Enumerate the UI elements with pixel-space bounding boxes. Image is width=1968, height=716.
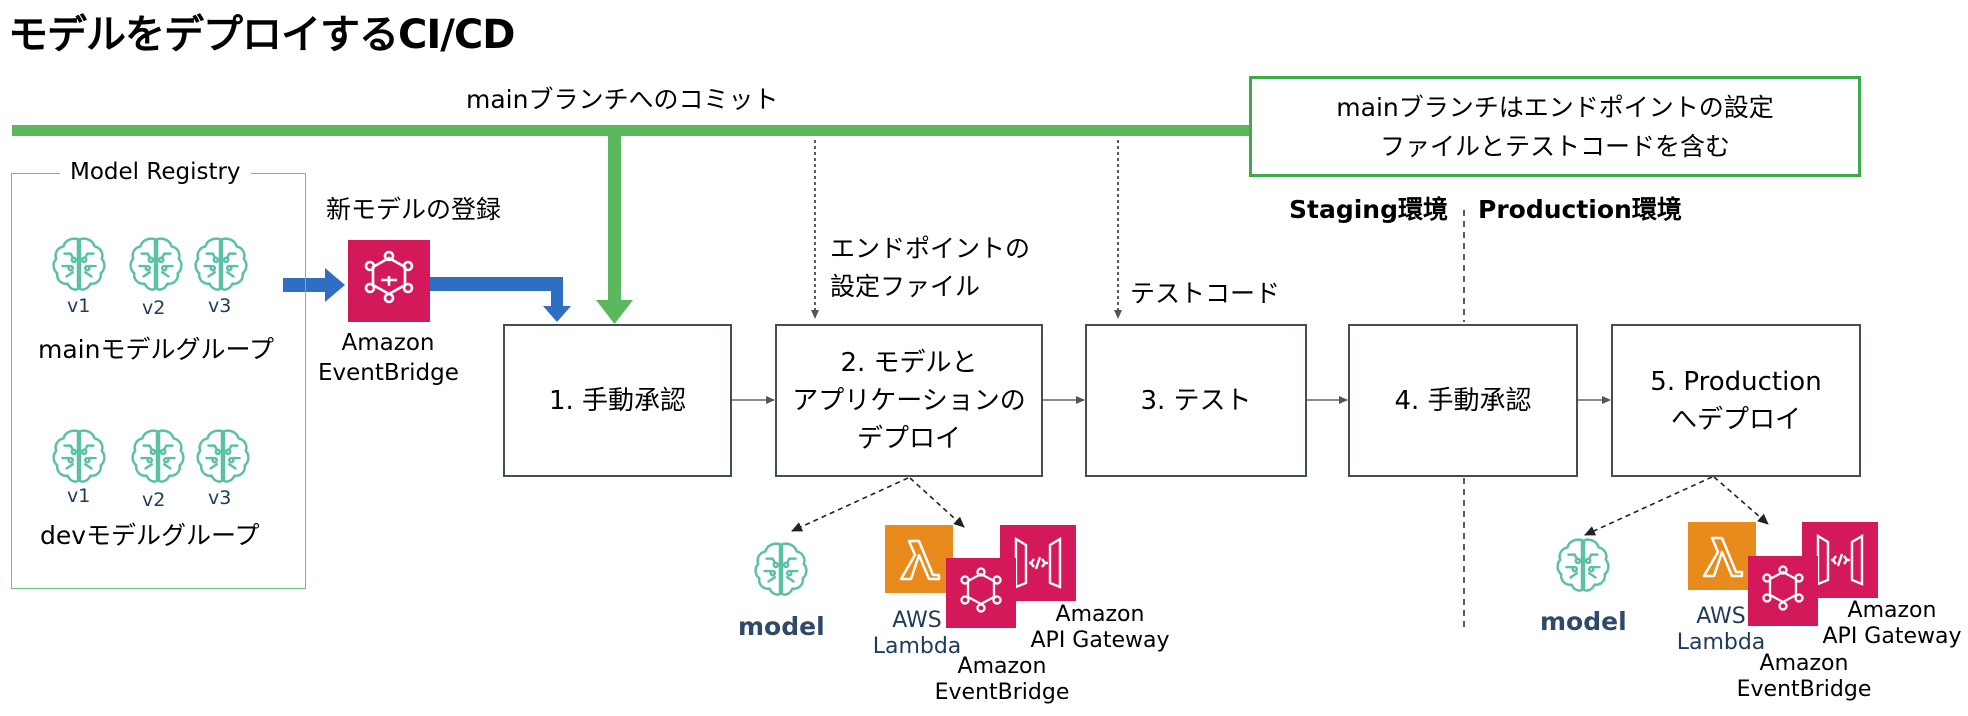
step-5-label-line2: へデプロイ	[1670, 404, 1801, 435]
dev-group-model-icon-v2	[131, 429, 185, 483]
eventbridge-to-step1-arrow	[430, 277, 571, 322]
staging-lambda-label: AWS Lambda	[872, 608, 962, 660]
commit-arrow-head	[596, 300, 633, 324]
prod-lambda-label: AWS Lambda	[1676, 604, 1766, 656]
step-2-deploy-model-app: 2. モデルと アプリケーションの デプロイ	[775, 324, 1043, 477]
main-branch-line	[12, 125, 1252, 136]
step-2-label-line1: 2. モデルと	[840, 347, 978, 378]
dev-group-model-icon-v3	[196, 429, 250, 483]
branch-note-line2: ファイルとテストコードを含む	[1379, 131, 1730, 161]
eventbridge-label: Amazon EventBridge	[318, 328, 459, 388]
dev-version-v3: v3	[208, 487, 232, 509]
staging-lambda-line2: Lambda	[872, 634, 962, 659]
endpoint-config-label-line2: 設定ファイル	[830, 272, 981, 301]
main-version-v3: v3	[208, 295, 232, 317]
test-code-label: テストコード	[1130, 279, 1281, 308]
production-env-label: Production環境	[1478, 195, 1682, 224]
main-version-v1: v1	[67, 295, 91, 317]
deploy-arrow-prod-services	[1713, 476, 1769, 525]
commit-arrow-shaft	[608, 130, 621, 306]
step-1-manual-approval: 1. 手動承認	[503, 324, 732, 477]
endpoint-config-label-line1: エンドポイントの	[830, 234, 1031, 263]
staging-lambda-line1: AWS	[892, 608, 942, 633]
prod-apigw-line1: Amazon	[1847, 598, 1937, 623]
prod-eventbridge-line1: Amazon	[1759, 651, 1849, 676]
deploy-arrow-staging-services	[909, 477, 965, 528]
step-1-label: 1. 手動承認	[548, 385, 687, 416]
staging-lambda-icon	[885, 525, 953, 593]
staging-apigw-line1: Amazon	[1055, 602, 1145, 627]
deploy-arrow-staging-model	[791, 477, 909, 532]
step-4-manual-approval: 4. 手動承認	[1348, 324, 1578, 477]
dev-group-model-icon-v1	[52, 429, 106, 483]
staging-eventbridge-icon	[946, 558, 1016, 628]
dev-version-v2: v2	[142, 489, 166, 511]
main-group-model-icon-v3	[194, 237, 248, 291]
prod-apigw-label: Amazon API Gateway	[1822, 598, 1962, 650]
eventbridge-label-line1: Amazon	[341, 330, 435, 356]
main-group-model-icon-v1	[52, 237, 106, 291]
page-title: モデルをデプロイするCI/CD	[8, 12, 515, 58]
model-registry-title: Model Registry	[60, 159, 251, 185]
prod-model-label: model	[1540, 607, 1627, 636]
staging-model-icon	[754, 542, 808, 596]
step-4-label: 4. 手動承認	[1394, 385, 1532, 416]
staging-apigw-line2: API Gateway	[1030, 628, 1170, 653]
step-3-label: 3. テスト	[1140, 385, 1252, 416]
dev-model-group-label: devモデルグループ	[40, 521, 260, 550]
main-version-v2: v2	[142, 297, 166, 319]
register-new-model-label: 新モデルの登録	[326, 195, 502, 224]
prod-apigw-line2: API Gateway	[1822, 624, 1962, 649]
dev-version-v1: v1	[67, 485, 91, 507]
main-model-group-label: mainモデルグループ	[38, 335, 274, 364]
eventbridge-icon	[348, 240, 430, 322]
commit-label: mainブランチへのコミット	[466, 85, 779, 114]
step-2-label-line2: アプリケーションの	[792, 385, 1026, 416]
prod-lambda-line2: Lambda	[1676, 630, 1766, 655]
eventbridge-label-line2: EventBridge	[318, 360, 459, 386]
endpoint-config-label: エンドポイントの 設定ファイル	[830, 230, 1030, 306]
step-5-label-line1: 5. Production	[1650, 366, 1822, 397]
prod-eventbridge-icon	[1748, 556, 1818, 626]
staging-eventbridge-line1: Amazon	[957, 654, 1047, 679]
staging-eventbridge-label: Amazon EventBridge	[932, 654, 1072, 706]
step-5-production-deploy: 5. Production へデプロイ	[1611, 324, 1861, 477]
main-group-model-icon-v2	[129, 237, 183, 291]
branch-note: mainブランチはエンドポイントの設定 ファイルとテストコードを含む	[1249, 76, 1861, 177]
staging-eventbridge-line2: EventBridge	[934, 680, 1070, 705]
registry-to-eventbridge-arrow	[283, 268, 345, 302]
prod-eventbridge-line2: EventBridge	[1736, 677, 1872, 702]
staging-env-label: Staging環境	[1289, 195, 1448, 224]
staging-model-label: model	[738, 612, 825, 641]
prod-lambda-line1: AWS	[1696, 604, 1746, 629]
staging-apigw-label: Amazon API Gateway	[1030, 602, 1170, 654]
step-3-test: 3. テスト	[1085, 324, 1307, 477]
prod-model-icon	[1556, 538, 1610, 592]
prod-eventbridge-label: Amazon EventBridge	[1734, 651, 1874, 703]
branch-note-line1: mainブランチはエンドポイントの設定	[1336, 92, 1774, 122]
prod-lambda-icon	[1688, 522, 1756, 590]
step-2-label-line3: デプロイ	[856, 423, 961, 454]
